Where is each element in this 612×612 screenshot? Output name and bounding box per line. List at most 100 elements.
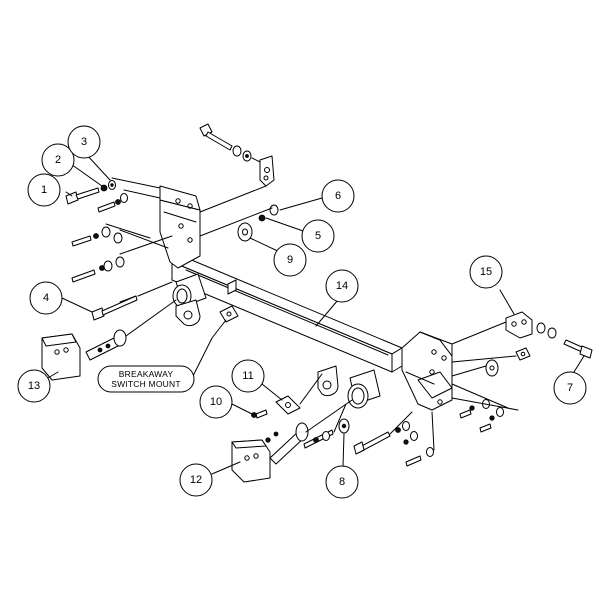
leader-2 [67,161,103,187]
leader-8 [342,433,345,467]
leader-14 [315,299,339,327]
spacer-9-hole [242,228,248,236]
callout-12: 12 [179,463,213,497]
breakaway-note-line1: BREAKAWAY [119,369,174,379]
left-bracket-hole-2 [187,203,193,209]
right-bolt-row1 [459,409,472,419]
right-receiver-inner [351,387,365,405]
leader-12 [211,461,241,475]
callout-9: 9 [273,243,307,277]
align-line-11 [299,373,323,405]
align-line-right-nut [451,355,517,363]
long-bolt-lower-head [353,441,365,455]
long-bolt-head [91,307,105,321]
callout-2-label: 2 [55,154,61,166]
leader-15 [499,289,515,315]
callout-9-circle [273,243,307,277]
pin-bracket-12-hole-2 [253,453,259,459]
crossbar-top-bracket [227,279,237,295]
align-line-1 [111,177,161,189]
callout-13-circle [17,369,51,403]
leader-7 [573,355,585,373]
callout-6-circle [321,179,355,213]
right-bracket-lower-flange [417,371,453,399]
washer-8-hole [341,423,347,429]
callout-11-circle [231,359,265,393]
spacer-9 [237,222,253,242]
align-line-5 [119,235,173,255]
align-line-6 [137,281,173,297]
bottom-lockwasher [313,437,319,443]
left-washer-row4 [103,260,113,272]
bolt-7-head [579,345,593,359]
crossbar-chamfer-line [185,269,389,356]
left-washer-row3b [113,232,123,244]
breakaway-switch-mount-note: BREAKAWAY SWITCH MOUNT [97,365,195,393]
long-bolt-shank [101,295,138,316]
align-line-2 [123,189,161,199]
right-spacer-hole [489,365,495,371]
left-bracket-fold [163,211,197,223]
left-bolt-row3-shank [71,235,92,247]
callout-12-circle [179,463,213,497]
callout-14: 14 [325,269,359,303]
callout-4-label: 4 [43,292,49,304]
callout-5: 5 [301,219,335,253]
align-line-top [199,185,267,213]
spacer-washer-group [237,204,279,242]
callout-1-label: 1 [41,184,47,196]
lockwasher-5 [258,214,266,222]
callout-1: 1 [27,173,61,207]
bolt-1-shank [75,187,100,200]
right-bracket-hole-1 [431,349,437,355]
pin-12-head [295,422,309,442]
top-clip-nut-hole-2 [263,175,269,181]
bottom-washer [322,431,330,441]
right-lockwasher-row1 [469,405,475,411]
under-bracket-washer [410,431,418,441]
callout-2: 2 [41,143,75,177]
long-bolt-lower-lockwasher [395,427,401,433]
long-bolt-4 [91,295,138,321]
callout-11-label: 11 [242,370,253,382]
left-washer-row3 [101,226,111,238]
top-hardware-axis [251,157,261,163]
left-lockwasher-row2 [115,199,121,205]
breakaway-switch-mount-hole [226,311,232,317]
right-bolt-row2 [479,423,492,433]
right-top-nut [515,347,531,361]
pin-12-clip-2 [273,431,279,437]
align-line-15 [451,321,507,345]
screw-10-head [251,412,257,418]
callout-6: 6 [321,179,355,213]
align-line-8 [333,403,347,433]
callout-15-label: 15 [480,266,492,278]
callout-14-circle [325,269,359,303]
align-line-4 [119,229,169,249]
align-line-12 [305,399,353,433]
callout-10: 10 [199,385,233,419]
callout-11: 11 [231,359,265,393]
right-bracket-top-flange [419,331,453,357]
leader-5 [265,217,307,233]
callout-4: 4 [29,281,63,315]
clamp-15-hole-2 [521,319,527,325]
callout-14-label: 14 [336,280,348,292]
right-bracket-hole-4 [437,399,443,405]
nut-6 [269,204,279,216]
callout-7: 7 [553,371,587,405]
leader-lines [47,153,585,475]
callout-3-label: 3 [81,136,87,148]
callout-2-circle [41,143,75,177]
pin-bracket-12-hole-1 [244,455,250,461]
lockwasher-2 [100,184,108,192]
right-bracket-hole-2 [441,355,447,361]
callout-13-label: 13 [28,380,40,392]
callout-9-label: 9 [287,254,293,266]
left-bracket-hole-1 [175,198,181,204]
right-spacer [485,359,499,377]
right-mounting-bracket [401,331,453,411]
clip-11-hole [285,402,291,408]
